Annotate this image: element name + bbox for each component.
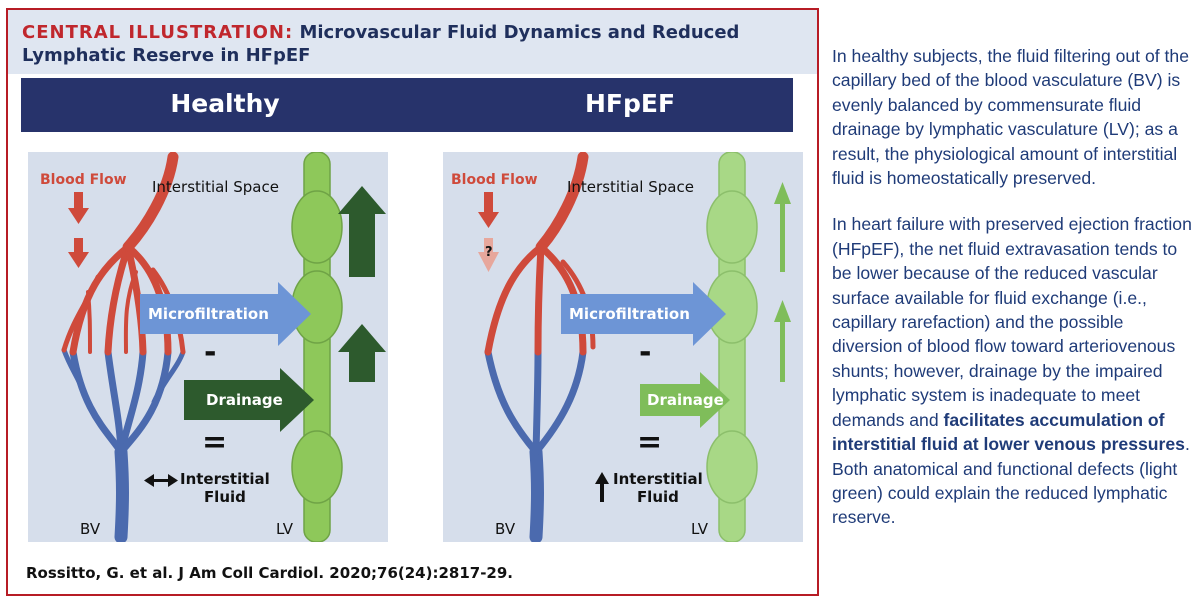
lymphatic-vessel	[706, 152, 758, 542]
drainage-arrow-icon	[640, 372, 730, 428]
minus-symbol: -	[639, 335, 652, 370]
blood-flow-arrow-icon	[478, 192, 499, 272]
side-description: In healthy subjects, the fluid filtering…	[832, 44, 1192, 552]
interstitial-fluid-line-2: Fluid	[636, 488, 679, 506]
minus-symbol: -	[204, 335, 217, 370]
interstitial-fluid-line-2: Fluid	[203, 488, 246, 506]
citation: Rossitto, G. et al. J Am Coll Cardiol. 2…	[26, 564, 514, 582]
hfpef-diagram	[478, 152, 791, 542]
bv-label: BV	[495, 520, 516, 538]
blood-flow-label: Blood Flow	[40, 172, 127, 188]
lymph-flow-arrow-icon	[338, 186, 386, 277]
lymph-flow-arrow-icon	[774, 182, 791, 382]
interstitial-space-label: Interstitial Space	[567, 178, 694, 196]
microfiltration-label: Microfiltration	[569, 305, 690, 323]
microfiltration-arrow-icon	[140, 282, 311, 346]
healthy-diagram	[61, 152, 386, 542]
up-arrow-icon	[595, 472, 609, 502]
interstitial-space-label: Interstitial Space	[152, 178, 279, 196]
uncertain-label: ?	[485, 245, 493, 260]
paragraph-2-emphasis: facilitates accumulation of interstitial…	[832, 409, 1185, 455]
lv-label: LV	[276, 520, 293, 538]
paragraph-2-start: In heart failure with preserved ejection…	[832, 214, 1192, 430]
title-prefix: CENTRAL ILLUSTRATION:	[22, 22, 294, 43]
interstitial-fluid-line-1: Interstitial	[613, 470, 703, 488]
interstitial-fluid-label: Interstitial Fluid	[180, 470, 270, 506]
microfiltration-arrow-icon	[561, 282, 726, 346]
hfpef-panel-title: HFpEF	[584, 89, 676, 118]
blood-flow-label: Blood Flow	[451, 172, 538, 188]
lymphatic-vessel	[291, 152, 343, 542]
blood-vessel-vein	[484, 348, 587, 542]
figure-title-line-2: Lymphatic Reserve in HFpEF	[22, 45, 311, 66]
interstitial-fluid-label: Interstitial Fluid	[613, 470, 703, 506]
blood-flow-arrow-icon	[68, 192, 89, 268]
bv-label: BV	[80, 520, 101, 538]
healthy-panel-title: Healthy	[170, 89, 280, 118]
drainage-label: Drainage	[206, 391, 283, 409]
description-paragraph-2: In heart failure with preserved ejection…	[832, 212, 1192, 529]
title-text-1: Microvascular Fluid Dynamics and Reduced	[299, 22, 740, 43]
equals-symbol: =	[637, 425, 663, 460]
interstitial-fluid-line-1: Interstitial	[180, 470, 270, 488]
lymph-flow-arrow-icon	[338, 324, 386, 382]
lv-label: LV	[691, 520, 708, 538]
figure-title-line-1: CENTRAL ILLUSTRATION: Microvascular Flui…	[22, 22, 739, 43]
paragraph-2-end: . Both anatomical and functional defects…	[832, 434, 1190, 528]
hfpef-panel: Blood Flow ? Interstitial Space Microfil…	[443, 152, 803, 542]
drainage-label: Drainage	[647, 391, 724, 409]
left-right-arrow-icon	[144, 474, 178, 487]
blood-vessel-vein	[61, 347, 186, 542]
equals-symbol: =	[202, 425, 228, 460]
blood-vessel-artery	[61, 152, 186, 356]
title-band: CENTRAL ILLUSTRATION: Microvascular Flui…	[8, 10, 817, 74]
panel-header-bar	[21, 78, 793, 132]
microfiltration-label: Microfiltration	[148, 305, 269, 323]
description-paragraph-1: In healthy subjects, the fluid filtering…	[832, 46, 1189, 189]
healthy-panel: Blood Flow Interstitial Space Microfiltr…	[28, 152, 388, 542]
drainage-arrow-icon	[184, 368, 314, 432]
